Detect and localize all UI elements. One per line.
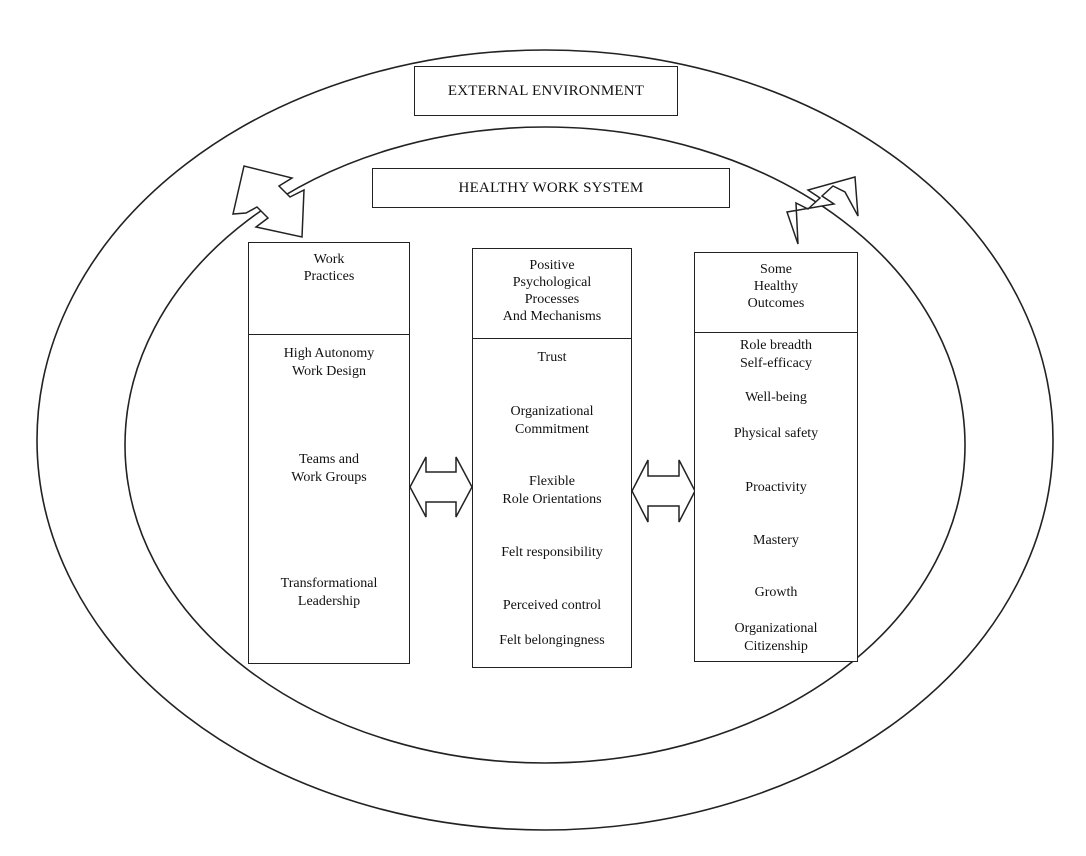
healthy-outcome-item: Mastery [753, 533, 799, 548]
psychological-process-item: Organizational Commitment [510, 404, 594, 437]
double-arrow-left-diagonal [232, 165, 305, 238]
healthy-outcome-item: Role breadth Self-efficacy [739, 338, 813, 371]
psychological-process-item: Trust [537, 350, 567, 365]
healthy-work-system-text: HEALTHY WORK SYSTEM [458, 179, 644, 196]
double-arrow-psych-to-outcomes [631, 459, 696, 523]
work-practices-header: Work Practices [249, 243, 409, 335]
double-arrow-right-diagonal [786, 176, 859, 245]
healthy-outcomes-box: Some Healthy Outcomes Role breadth Self-… [694, 252, 858, 662]
psychological-processes-box: Positive Psychological Processes And Mec… [472, 248, 632, 668]
work-practices-box: Work Practices High Autonomy Work Design… [248, 242, 410, 664]
psychological-process-item: Flexible Role Orientations [502, 474, 602, 507]
outer-ellipse-external-environment [36, 49, 1054, 831]
healthy-outcome-item: Organizational Citizenship [734, 621, 818, 654]
healthy-work-system-label: HEALTHY WORK SYSTEM [372, 168, 730, 208]
inner-ellipse-healthy-work-system [124, 126, 966, 764]
healthy-outcomes-header: Some Healthy Outcomes [695, 253, 857, 333]
healthy-outcome-item: Proactivity [745, 480, 807, 495]
double-arrow-work-to-psych [409, 456, 473, 518]
healthy-outcome-item: Well-being [745, 390, 807, 405]
psychological-process-item: Felt responsibility [501, 545, 603, 560]
work-practice-item: Teams and Work Groups [291, 452, 367, 485]
work-practice-item: High Autonomy Work Design [283, 346, 375, 379]
healthy-outcome-item: Growth [754, 585, 798, 600]
healthy-outcome-item: Physical safety [733, 426, 819, 441]
psychological-processes-header: Positive Psychological Processes And Mec… [473, 249, 631, 339]
work-practice-item: Transformational Leadership [280, 576, 378, 609]
psychological-process-item: Felt belongingness [499, 633, 605, 648]
external-environment-label: EXTERNAL ENVIRONMENT [414, 66, 678, 116]
psychological-process-item: Perceived control [502, 598, 602, 613]
external-environment-text: EXTERNAL ENVIRONMENT [447, 82, 645, 99]
